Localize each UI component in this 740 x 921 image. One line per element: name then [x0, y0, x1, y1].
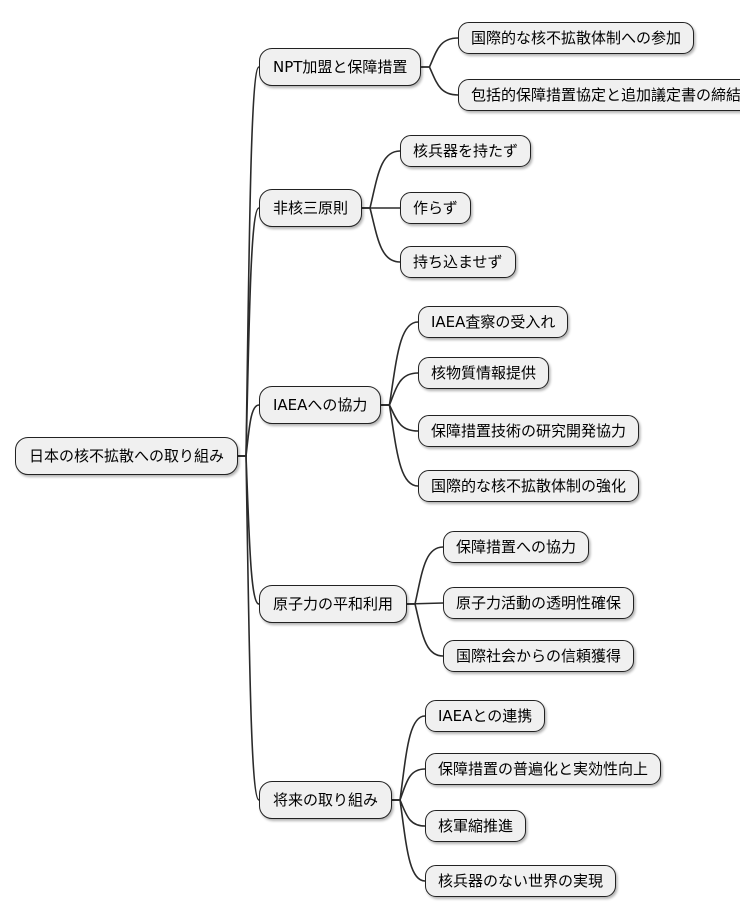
mindmap-node-b5c3: 核軍縮推進 — [425, 810, 527, 842]
mindmap-node-b5c4: 核兵器のない世界の実現 — [425, 865, 617, 897]
mindmap-node-b1c2: 包括的保障措置協定と追加議定書の締結 — [458, 79, 740, 111]
mindmap-node-b4c2: 原子力活動の透明性確保 — [443, 587, 635, 619]
mindmap-node-b2c1: 核兵器を持たず — [400, 135, 532, 167]
mindmap-node-root: 日本の核不拡散への取り組み — [15, 437, 239, 475]
mindmap-node-b3c2: 核物質情報提供 — [418, 357, 550, 389]
mindmap-node-b1c1: 国際的な核不拡散体制への参加 — [458, 22, 695, 54]
mindmap-node-b4: 原子力の平和利用 — [259, 585, 408, 623]
mindmap-node-b5c2: 保障措置の普遍化と実効性向上 — [425, 753, 662, 785]
mindmap-node-b3: IAEAへの協力 — [259, 386, 382, 424]
mindmap-node-b1: NPT加盟と保障措置 — [259, 48, 422, 86]
mindmap-node-b2c3: 持ち込ませず — [400, 246, 516, 278]
mindmap-node-b5: 将来の取り組み — [259, 781, 393, 819]
mindmap-node-b3c3: 保障措置技術の研究開発協力 — [418, 415, 640, 447]
mindmap-node-b4c1: 保障措置への協力 — [443, 531, 590, 563]
mindmap-node-b3c1: IAEA査察の受入れ — [418, 306, 569, 338]
mindmap-node-b3c4: 国際的な核不拡散体制の強化 — [418, 470, 640, 502]
mindmap-node-b5c1: IAEAとの連携 — [425, 700, 546, 732]
mindmap-node-b2: 非核三原則 — [259, 189, 363, 227]
mindmap-node-b2c2: 作らず — [400, 192, 471, 224]
mindmap-node-b4c3: 国際社会からの信頼獲得 — [443, 640, 635, 672]
